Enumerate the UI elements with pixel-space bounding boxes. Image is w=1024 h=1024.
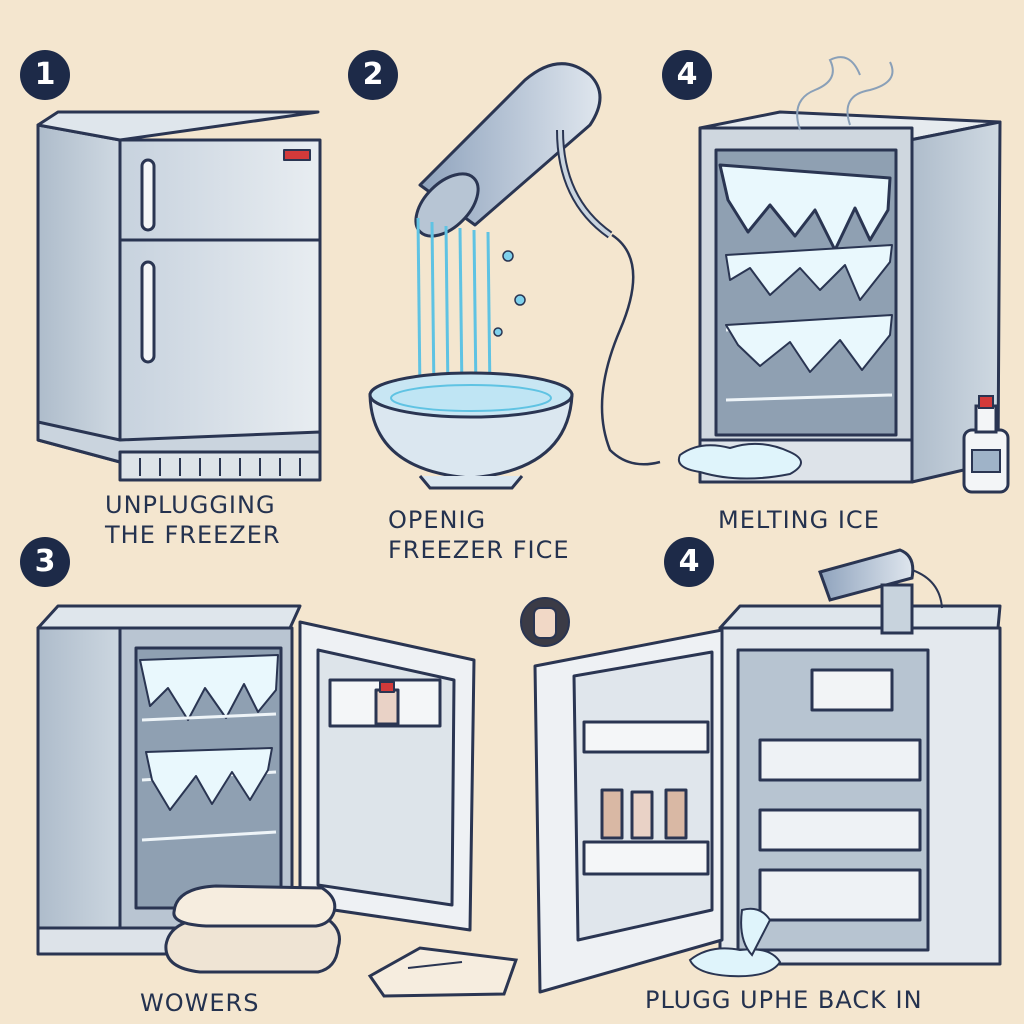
water-drops — [494, 251, 525, 336]
caption-line: OPENIG — [388, 505, 570, 535]
step-caption: PLUGG UPHE BACK IN — [645, 985, 923, 1015]
step-caption: MELTING ICE — [718, 505, 880, 535]
caption-line: THE FREEZER — [105, 520, 281, 550]
avatar — [521, 598, 569, 646]
step-badge: 1 — [20, 50, 70, 100]
step-caption: UNPLUGGING THE FREEZER — [105, 490, 281, 550]
step-badge: 2 — [348, 50, 398, 100]
caption-line: WOWERS — [140, 988, 259, 1018]
step-caption: OPENIG FREEZER FICE — [388, 505, 570, 565]
open-freezer-icon — [700, 112, 1000, 482]
step-badge: 4 — [664, 537, 714, 587]
caption-line: FREEZER FICE — [388, 535, 570, 565]
melt-puddle — [679, 444, 801, 479]
caption-line: UNPLUGGING — [105, 490, 281, 520]
open-freezer-icon — [535, 606, 1000, 992]
bowl-icon — [370, 373, 572, 488]
step-badge: 4 — [662, 50, 712, 100]
refrigerator-icon — [38, 112, 320, 480]
caption-line: PLUGG UPHE BACK IN — [645, 985, 923, 1015]
step-caption: WOWERS — [140, 988, 259, 1018]
caption-line: MELTING ICE — [718, 505, 880, 535]
step-badge: 3 — [20, 537, 70, 587]
water-stream — [418, 218, 490, 395]
